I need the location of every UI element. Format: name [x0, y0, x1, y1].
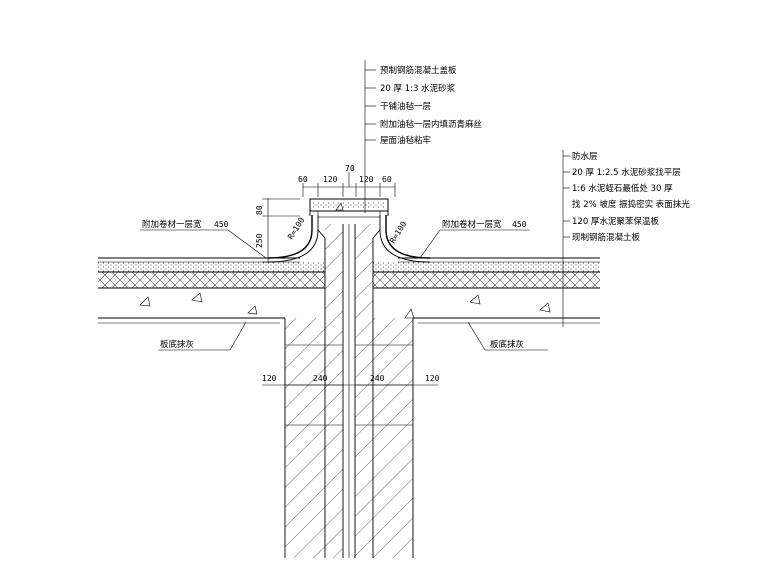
callout-waterproof-layer: 防水层	[572, 151, 598, 162]
dim-bottom-240-right: 240	[370, 374, 385, 383]
callout-dry-felt: 干铺油毡一层	[380, 101, 431, 112]
right-flashing-width: 450	[512, 220, 527, 229]
callout-concrete-slab: 现制钢筋混凝土板	[572, 232, 641, 243]
dim-vertical-80: 80	[255, 205, 264, 215]
top-callout: 预制钢筋混凝土盖板 20 厚 1:3 水泥砂浆 干铺油毡一层 附加油毡一层内填沥…	[380, 65, 483, 146]
dim-bottom-120-left: 120	[262, 374, 277, 383]
right-flashing-label: 附加卷材一层宽	[442, 219, 502, 230]
left-plaster-label: 板底抹灰	[160, 339, 194, 350]
dim-top-60-left: 60	[298, 175, 308, 184]
top-dimension-line	[302, 172, 396, 197]
right-roof-build-up	[373, 257, 600, 324]
precast-cover-plate	[309, 198, 389, 218]
radius-right: R=100	[388, 220, 408, 245]
callout-roof-felt: 屋面油毡粘牢	[380, 135, 431, 146]
right-wall	[354, 224, 414, 558]
callout-extra-felt: 附加油毡一层内填沥青麻丝	[380, 119, 483, 130]
dim-top-120-left: 120	[323, 175, 338, 184]
dim-top-70: 70	[345, 164, 355, 173]
radius-left: R=100	[286, 216, 306, 241]
dim-top-120-right: 120	[359, 175, 374, 184]
flashing-and-upstands	[267, 215, 431, 263]
vertical-dimension-line	[262, 198, 300, 263]
left-wall	[284, 224, 344, 558]
dim-top-60-right: 60	[382, 175, 392, 184]
right-callout-leader	[562, 150, 570, 327]
dim-bottom-240-left: 240	[313, 374, 328, 383]
dim-vertical-250: 250	[255, 233, 264, 248]
flashing-leaders	[140, 229, 530, 259]
callout-cement-mortar: 20 厚 1:3 水泥砂浆	[380, 83, 456, 94]
right-plaster-label: 板底抹灰	[490, 339, 524, 350]
left-flashing-width: 450	[214, 220, 229, 229]
plaster-leaders	[158, 321, 548, 351]
top-callout-leader	[364, 60, 376, 213]
callout-cover-plate: 预制钢筋混凝土盖板	[380, 65, 457, 76]
callout-insulation-board: 120 厚水泥聚苯保温板	[572, 216, 659, 227]
dim-bottom-120-right: 120	[425, 374, 440, 383]
callout-leveling-layer: 20 厚 1:2.5 水泥砂浆找平层	[572, 167, 681, 178]
left-flashing-label: 附加卷材一层宽	[142, 219, 202, 230]
left-roof-build-up	[98, 257, 325, 324]
callout-vermiculite: 1:6 水泥蛭石最低处 30 厚	[572, 183, 673, 194]
right-callout: 防水层 20 厚 1:2.5 水泥砂浆找平层 1:6 水泥蛭石最低处 30 厚 …	[572, 151, 690, 243]
callout-slope: 找 2% 坡度 振捣密实 表面抹光	[572, 199, 690, 210]
